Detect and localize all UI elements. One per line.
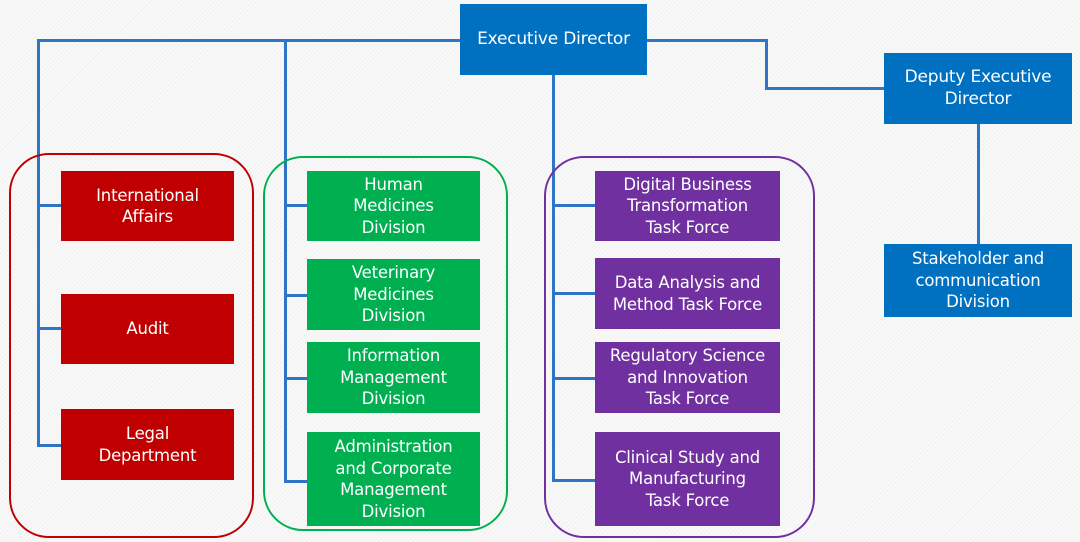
connector-red-branch-3 [37, 444, 62, 447]
unit-label: Audit [126, 319, 169, 339]
connector-red-branch-2 [37, 327, 62, 330]
purple-group-outline [544, 156, 815, 538]
connector-top-horizontal [37, 39, 461, 42]
unit-data-analysis-method[interactable]: Data Analysis and Method Task Force [595, 258, 780, 329]
unit-label: Veterinary Medicines Division [351, 263, 436, 326]
connector-deputy-h2 [765, 87, 885, 90]
unit-audit[interactable]: Audit [61, 294, 234, 364]
unit-administration-corporate-management-division[interactable]: Administration and Corporate Management … [307, 432, 480, 526]
unit-label: Digital Business Transformation Task For… [623, 174, 752, 237]
unit-digital-business-transformation[interactable]: Digital Business Transformation Task For… [595, 171, 780, 241]
unit-legal-department[interactable]: Legal Department [61, 409, 234, 480]
unit-label: Legal Department [98, 424, 197, 465]
stakeholder-division-box[interactable]: Stakeholder and communication Division [884, 244, 1072, 317]
connector-deputy-v [765, 39, 768, 89]
unit-regulatory-science-innovation[interactable]: Regulatory Science and Innovation Task F… [595, 342, 780, 413]
executive-director-label: Executive Director [477, 28, 630, 49]
connector-purple-branch-2 [552, 292, 596, 295]
unit-veterinary-medicines-division[interactable]: Veterinary Medicines Division [307, 259, 480, 330]
deputy-executive-director-label: Deputy Executive Director [904, 67, 1052, 109]
unit-human-medicines-division[interactable]: Human Medicines Division [307, 171, 480, 241]
unit-label: International Affairs [96, 185, 199, 227]
unit-label: Information Management Division [340, 346, 447, 409]
unit-information-management-division[interactable]: Information Management Division [307, 342, 480, 413]
connector-purple-branch-3 [552, 377, 596, 380]
connector-deputy-h1 [646, 39, 767, 42]
red-group-outline [9, 153, 254, 538]
unit-clinical-study-manufacturing[interactable]: Clinical Study and Manufacturing Task Fo… [595, 432, 780, 526]
connector-purple-branch-4 [552, 479, 596, 482]
unit-label: Human Medicines Division [353, 174, 434, 237]
connector-red-trunk [37, 39, 40, 447]
deputy-executive-director-box[interactable]: Deputy Executive Director [884, 53, 1072, 124]
unit-label: Data Analysis and Method Task Force [612, 273, 763, 314]
green-group-outline [263, 156, 508, 531]
connector-green-branch-2 [284, 294, 308, 297]
unit-label: Clinical Study and Manufacturing Task Fo… [614, 447, 761, 510]
unit-label: Regulatory Science and Innovation Task F… [609, 346, 766, 409]
executive-director-box[interactable]: Executive Director [460, 4, 647, 75]
connector-green-trunk [284, 39, 287, 483]
connector-purple-trunk [552, 74, 555, 482]
connector-green-branch-4 [284, 480, 308, 483]
connector-green-branch-3 [284, 377, 308, 380]
unit-international-affairs[interactable]: International Affairs [61, 171, 234, 241]
stakeholder-division-label: Stakeholder and communication Division [911, 249, 1044, 312]
connector-green-branch-1 [284, 204, 308, 207]
connector-red-branch-1 [37, 204, 62, 207]
connector-stakeholder-v [977, 123, 980, 245]
unit-label: Administration and Corporate Management … [334, 437, 453, 521]
connector-purple-branch-1 [552, 204, 596, 207]
